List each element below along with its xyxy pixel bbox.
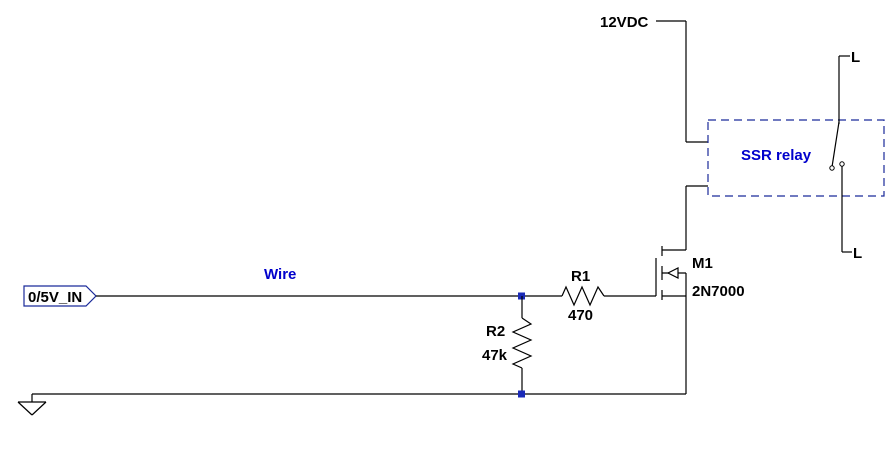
junction-bottom bbox=[518, 390, 525, 398]
input-port-flag bbox=[23, 285, 97, 307]
r1-value: 470 bbox=[568, 307, 593, 324]
r2-value: 47k bbox=[482, 347, 508, 364]
relay-switch bbox=[829, 56, 845, 252]
input-port-label: 0/5V_IN bbox=[28, 289, 82, 306]
m1-name: M1 bbox=[692, 255, 713, 272]
r2-name: R2 bbox=[486, 323, 505, 340]
mosfet-m1[interactable] bbox=[655, 246, 687, 300]
input-port[interactable]: 0/5V_IN bbox=[23, 285, 97, 307]
wire-note: Wire bbox=[264, 266, 296, 283]
r1-name: R1 bbox=[571, 268, 590, 285]
m1-model: 2N7000 bbox=[692, 283, 745, 300]
r2-resistor[interactable] bbox=[511, 317, 533, 369]
supply-label: 12VDC bbox=[600, 14, 649, 31]
load-top-label: L bbox=[851, 49, 860, 66]
r1-resistor[interactable] bbox=[561, 285, 605, 307]
ground-icon bbox=[17, 394, 47, 416]
ssr-relay-label: SSR relay bbox=[741, 147, 812, 164]
m1-arrow-icon bbox=[666, 267, 679, 279]
load-bottom-label: L bbox=[853, 245, 862, 262]
ssr-relay-box[interactable] bbox=[707, 119, 885, 197]
